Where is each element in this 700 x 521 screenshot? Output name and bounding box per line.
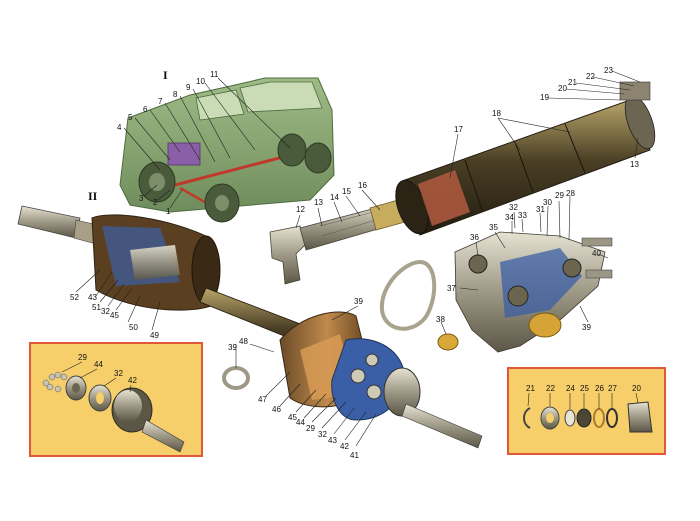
callout-fs-49: 49 (150, 331, 159, 340)
inset-bearing-parts: 21 22 24 25 26 27 20 (507, 367, 666, 455)
callout-fs-43: 43 (88, 293, 97, 302)
callout-fs-47: 47 (258, 395, 267, 404)
callout-cj-40: 40 (592, 249, 601, 258)
callout-8: 8 (173, 90, 178, 99)
callout-rear-15: 15 (342, 187, 351, 196)
callout-fs-29: 29 (306, 424, 315, 433)
inset-b-27: 27 (608, 384, 617, 393)
callout-fs-45: 45 (110, 311, 119, 320)
callout-fs-52: 52 (70, 293, 79, 302)
callout-rear-16: 16 (358, 181, 367, 190)
inset-b-20: 20 (632, 384, 641, 393)
callout-rear-18: 18 (492, 109, 501, 118)
callout-10: 10 (196, 77, 205, 86)
callout-fs-41: 41 (350, 451, 359, 460)
inset-cv-joint: 29 44 32 42 (29, 342, 203, 457)
inset-b-26: 26 (595, 384, 604, 393)
callout-fs-45b: 45 (288, 413, 297, 422)
callout-rear-20: 20 (558, 84, 567, 93)
front-shaft-callouts: 52 43 51 32 45 50 49 39 48 39 47 46 45 4… (70, 269, 377, 460)
callout-cj-34: 34 (505, 213, 514, 222)
rear-propeller-shaft (269, 81, 656, 285)
callout-fs-39a: 39 (228, 343, 237, 352)
callout-7: 7 (158, 97, 163, 106)
callout-fs-42: 42 (340, 442, 349, 451)
callout-fs-44: 44 (296, 418, 305, 427)
callout-rear-23: 23 (604, 66, 613, 75)
vehicle-illustration (119, 77, 335, 223)
callout-rear-13b: 13 (630, 160, 639, 169)
callout-2: 2 (153, 198, 158, 207)
callout-cj-32: 32 (509, 203, 518, 212)
callout-rear-17: 17 (454, 125, 463, 134)
callout-cj-31: 31 (536, 205, 545, 214)
section-mark-one: I (163, 68, 168, 82)
callout-rear-13: 13 (314, 198, 323, 207)
callout-5: 5 (128, 113, 133, 122)
callout-3: 3 (139, 194, 144, 203)
callout-9: 9 (186, 83, 191, 92)
inset-cv-44: 44 (94, 360, 103, 369)
callout-cj-30: 30 (543, 198, 552, 207)
inset-b-25: 25 (580, 384, 589, 393)
callout-cj-39: 39 (582, 323, 591, 332)
callout-fs-46: 46 (272, 405, 281, 414)
callout-fs-51: 51 (92, 303, 101, 312)
callout-rear-12: 12 (296, 205, 305, 214)
callout-fs-32: 32 (101, 307, 110, 316)
callout-fs-50: 50 (129, 323, 138, 332)
callout-fs-32b: 32 (318, 430, 327, 439)
callout-fs-43b: 43 (328, 436, 337, 445)
callout-11: 11 (210, 70, 219, 79)
callout-rear-21: 21 (568, 78, 577, 87)
inset-cv-32: 32 (114, 369, 123, 378)
callout-cj-35: 35 (489, 223, 498, 232)
section-mark-two: II (88, 189, 98, 203)
callout-fs-39b: 39 (354, 297, 363, 306)
inset-b-22: 22 (546, 384, 555, 393)
callout-cj-36: 36 (470, 233, 479, 242)
vehicle-callouts: 1 2 3 4 5 6 7 8 9 10 11 (117, 70, 291, 216)
inset-b-24: 24 (566, 384, 575, 393)
callout-rear-14: 14 (330, 193, 339, 202)
callout-cj-29: 29 (555, 191, 564, 200)
front-drive-shaft (17, 205, 483, 449)
callout-6: 6 (143, 105, 148, 114)
callout-rear-19: 19 (540, 93, 549, 102)
callout-cj-28: 28 (566, 189, 575, 198)
cross-joint-callouts: 32 33 34 30 31 29 28 36 35 37 38 39 40 (436, 189, 609, 335)
cardan-joint-assembly (379, 231, 613, 353)
inset-cv-42: 42 (128, 376, 137, 385)
callout-cj-33: 33 (518, 211, 527, 220)
callout-cj-38: 38 (436, 315, 445, 324)
inset-b-21: 21 (526, 384, 535, 393)
rear-shaft-callouts: 12 13 14 15 16 17 18 19 20 21 22 23 13 (295, 66, 641, 229)
callout-1: 1 (166, 207, 171, 216)
inset-cv-29: 29 (78, 353, 87, 362)
callout-fs-48: 48 (239, 337, 248, 346)
callout-cj-37: 37 (447, 284, 456, 293)
callout-4: 4 (117, 123, 122, 132)
cv-balls (42, 371, 68, 393)
callout-rear-22: 22 (586, 72, 595, 81)
